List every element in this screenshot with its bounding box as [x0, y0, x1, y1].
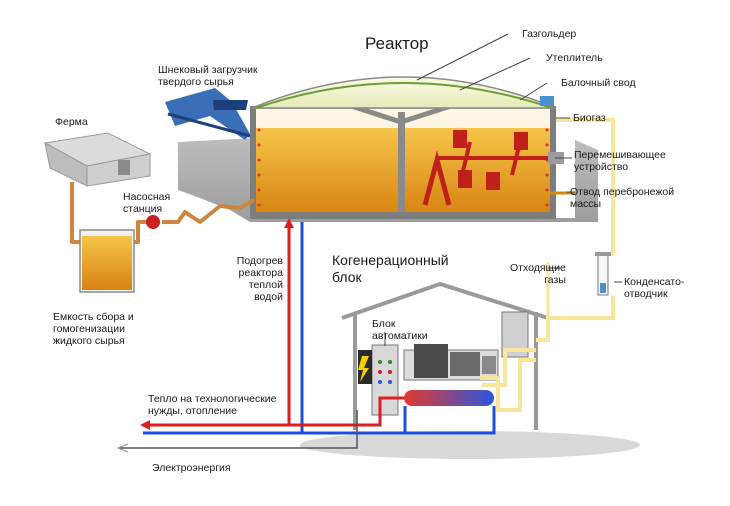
reactor-label: Реактор	[365, 34, 429, 53]
collection-tank-label: Емкость сбора и гомогенизации жидкого сы…	[53, 311, 134, 347]
gasholder-dome	[251, 76, 557, 109]
pump-station-label: Насосная станция	[123, 191, 171, 215]
beam-vault-label: Балочный свод	[561, 77, 636, 89]
cogeneration-engine	[403, 344, 499, 381]
condensate-trap	[595, 252, 611, 296]
mixer-label: Перемешивающее устройство	[574, 149, 666, 173]
gasholder-label: Газгольдер	[522, 28, 577, 40]
collection-tank	[79, 229, 135, 293]
pump	[146, 215, 160, 229]
auger-loader	[165, 88, 251, 140]
mixer	[422, 130, 555, 206]
process-heat-cold	[143, 406, 496, 435]
process-heat-hot	[143, 396, 404, 427]
farm-building	[43, 132, 152, 187]
process-heat-label: Тепло на технологические нужды, отоплени…	[148, 393, 277, 417]
condensate-label: Конденсато- отводчик	[624, 276, 685, 300]
cogeneration-building	[341, 281, 549, 430]
cogeneration-label: Когенерационный блок	[332, 252, 449, 285]
heat-exchanger	[404, 390, 494, 406]
insulation-block	[540, 96, 554, 106]
leader-lines	[384, 33, 622, 346]
exhaust-label: Отходящие газы	[510, 262, 566, 286]
beam-vault-line	[255, 82, 553, 109]
insulation-label: Утеплитель	[546, 52, 603, 64]
gas-feed-to-engine	[482, 348, 536, 387]
automation-label: Блок автоматики	[372, 318, 428, 342]
electricity-label: Электроэнергия	[152, 462, 231, 474]
ground-shadow	[300, 431, 640, 459]
biogas-label: Биогаз	[573, 112, 606, 124]
digestate-outlet-label: Отвод перебронежой массы	[570, 186, 675, 210]
reactor-tank	[250, 101, 556, 219]
electricity-cable	[120, 410, 358, 449]
ground-mound	[178, 138, 598, 222]
heating-label: Подогрев реактора теплой водой	[236, 255, 283, 303]
automation-cabinet	[358, 344, 399, 416]
auger-loader-label: Шнековый загрузчик твердого сырья	[158, 64, 258, 88]
farm-label: Ферма	[55, 116, 88, 128]
